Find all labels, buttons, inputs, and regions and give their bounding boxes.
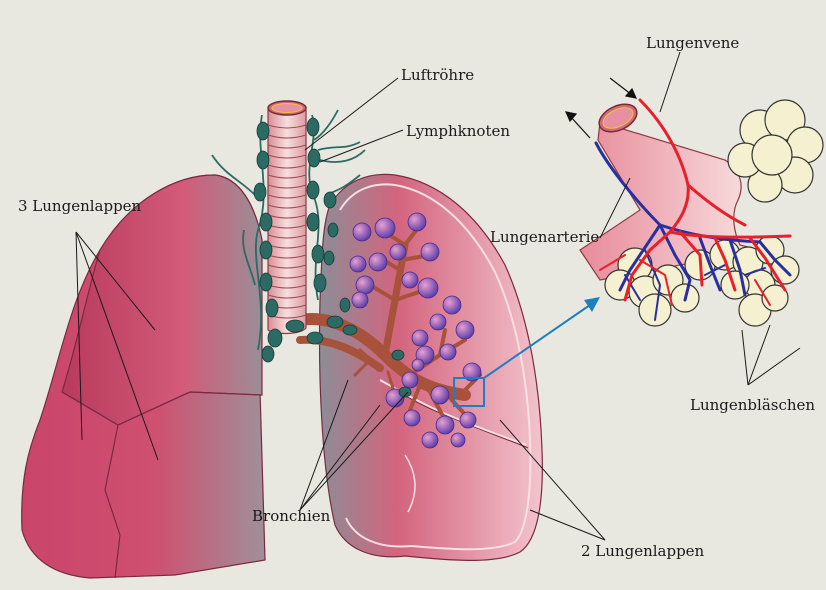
label-bronchien: Bronchien: [252, 507, 331, 525]
label-3-lungenlappen: 3 Lungenlappen: [18, 197, 142, 215]
alveoli-detail: [566, 78, 823, 326]
label-lungenvene: Lungenvene: [646, 34, 739, 52]
right-lung: [22, 175, 265, 578]
label-2-lungenlappen: 2 Lungenlappen: [581, 542, 705, 560]
label-lungenblaeschen: Lungenbläschen: [690, 396, 815, 414]
label-lymphknoten: Lymphknoten: [406, 122, 510, 140]
label-luftroehre: Luftröhre: [401, 66, 474, 84]
alveolar-sac-cluster: [728, 100, 823, 202]
trachea: [268, 101, 306, 334]
label-lungenarterie: Lungenarterie: [490, 228, 599, 246]
